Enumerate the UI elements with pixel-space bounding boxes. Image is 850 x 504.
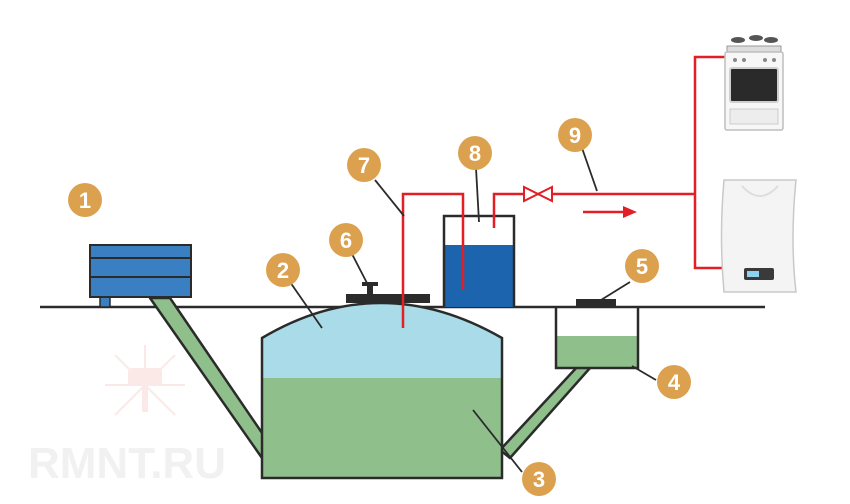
- flow-arrow-icon: [583, 206, 637, 218]
- outlet-pipe: [498, 364, 592, 460]
- callout-9: 9: [558, 118, 592, 152]
- gas-space: [262, 303, 502, 378]
- callouts: 1 2 3 4 5 6 7 8: [68, 118, 691, 496]
- overflow-slurry: [556, 336, 638, 368]
- inspection-hatch: [346, 282, 430, 303]
- svg-text:5: 5: [636, 254, 648, 279]
- slurry-level: [262, 378, 502, 478]
- overflow-lid: [576, 299, 616, 307]
- callout-5: 5: [625, 249, 659, 283]
- callout-8: 8: [458, 136, 492, 170]
- svg-text:6: 6: [340, 228, 352, 253]
- overflow-outline: [554, 307, 640, 370]
- gas-boiler-icon: [720, 179, 797, 293]
- svg-text:9: 9: [569, 123, 581, 148]
- water-level: [444, 245, 514, 307]
- callout-3: 3: [522, 462, 556, 496]
- digester-tank: [260, 301, 504, 480]
- gas-pipeline: [401, 55, 727, 328]
- callout-4: 4: [657, 365, 691, 399]
- svg-text:2: 2: [277, 258, 289, 283]
- callout-2: 2: [266, 253, 300, 287]
- gas-riser-pipe: [693, 55, 727, 270]
- gas-stove-icon: [724, 35, 784, 131]
- svg-text:3: 3: [533, 467, 545, 492]
- svg-text:4: 4: [668, 370, 681, 395]
- paint-roller-icon: [105, 345, 185, 416]
- loading-hopper: [89, 244, 192, 308]
- leader-lines: [289, 147, 657, 473]
- callout-7: 7: [347, 148, 381, 182]
- gas-main-pipe: [492, 192, 695, 228]
- watermark: RMNT.RU: [28, 345, 226, 488]
- gas-pipe-to-seal: [401, 192, 465, 328]
- svg-text:8: 8: [469, 141, 481, 166]
- feed-pipe: [148, 296, 277, 460]
- callout-6: 6: [329, 223, 363, 257]
- svg-text:7: 7: [358, 153, 370, 178]
- overflow-tank: [554, 307, 640, 370]
- svg-text:1: 1: [79, 188, 91, 213]
- digester-outline: [260, 301, 504, 480]
- water-seal-tank: [442, 214, 516, 307]
- valve-icon: [523, 185, 553, 203]
- callout-1: 1: [68, 183, 102, 217]
- watermark-text: RMNT.RU: [28, 439, 226, 488]
